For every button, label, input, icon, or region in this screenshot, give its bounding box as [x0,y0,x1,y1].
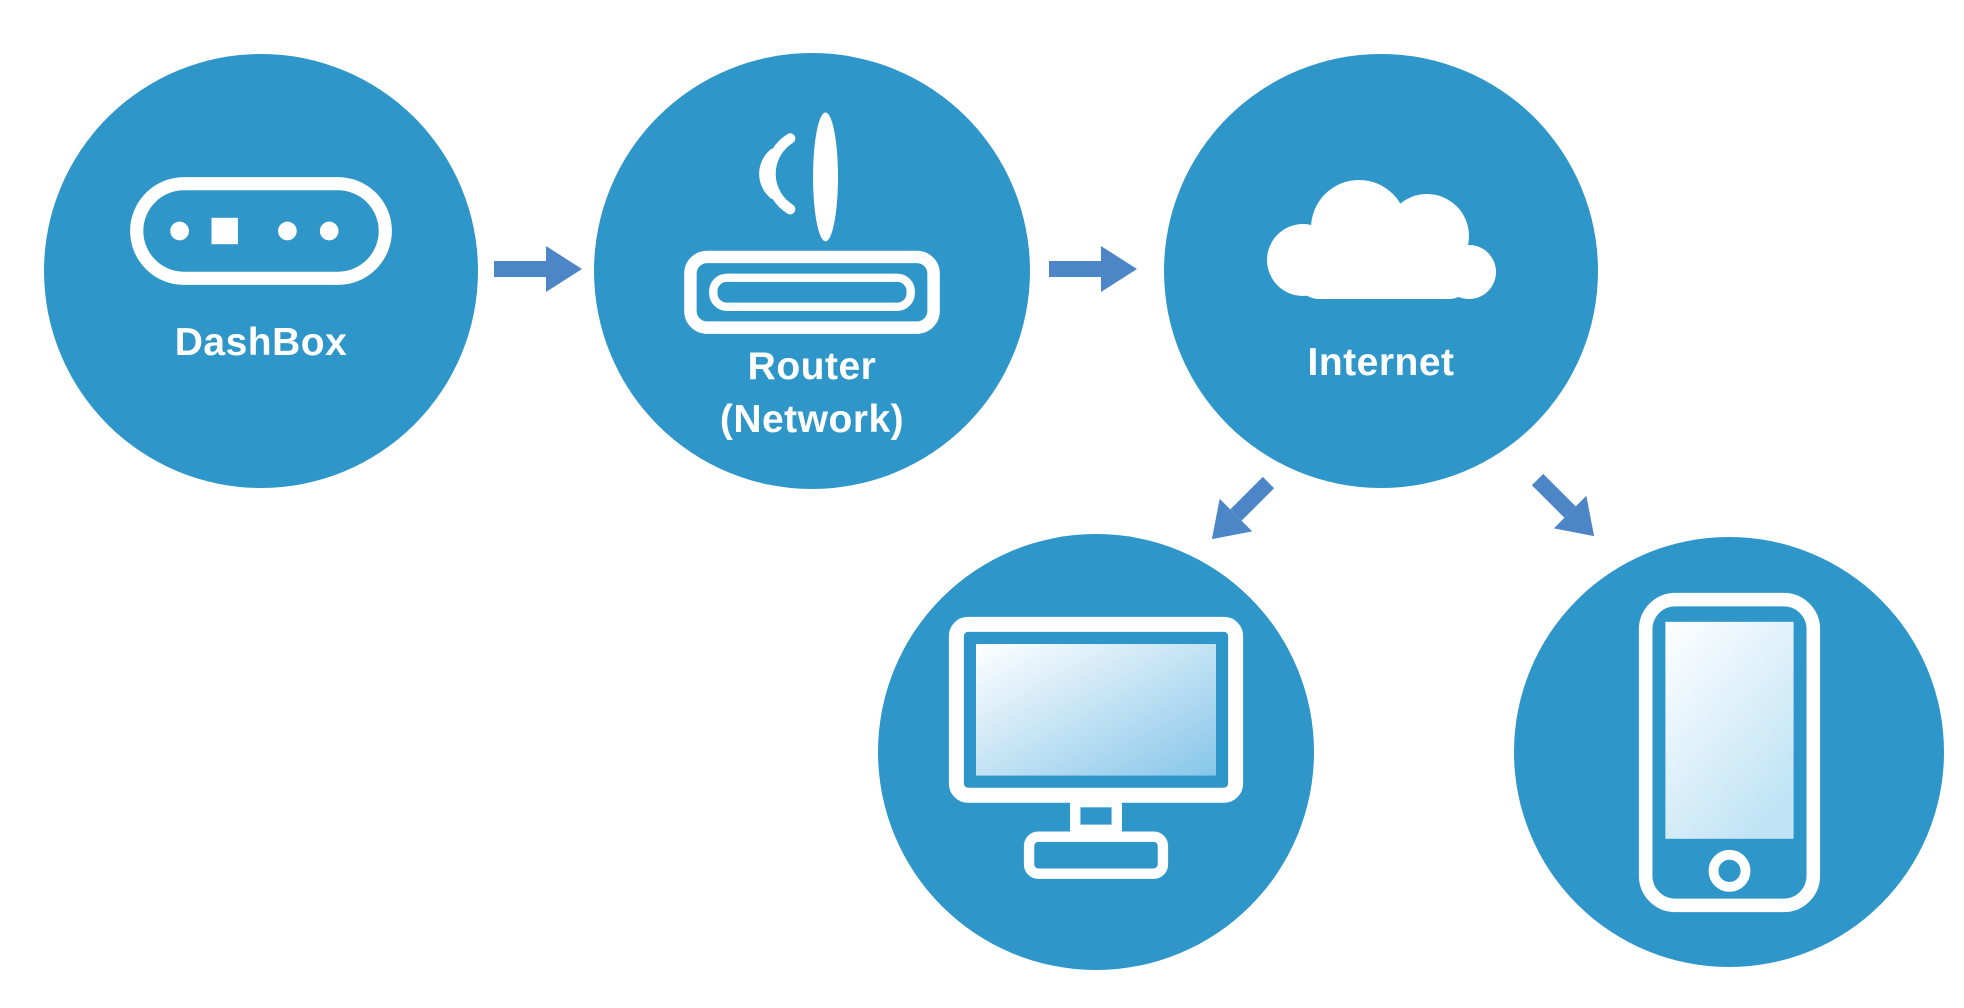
cloud-icon [1267,179,1496,299]
node-dashbox: DashBox [44,54,478,488]
arrow-dashbox-to-router [494,244,582,294]
node-computer [878,534,1314,970]
wireless-router-icon [684,112,940,335]
node-internet-label: Internet [1307,340,1455,384]
arrow-internet-to-computer [1194,459,1292,557]
dashbox-device-icon [130,177,392,285]
node-internet: Internet [1164,54,1598,488]
node-router-sublabel: (Network) [719,397,905,441]
node-phone [1514,537,1944,967]
arrow-internet-to-phone [1514,456,1612,554]
smartphone-icon [1638,592,1820,912]
node-router: Router (Network) [594,53,1030,489]
arrow-router-to-internet [1049,244,1137,294]
desktop-monitor-icon [948,616,1244,879]
node-router-label: Router [747,345,877,389]
node-dashbox-label: DashBox [174,320,348,364]
